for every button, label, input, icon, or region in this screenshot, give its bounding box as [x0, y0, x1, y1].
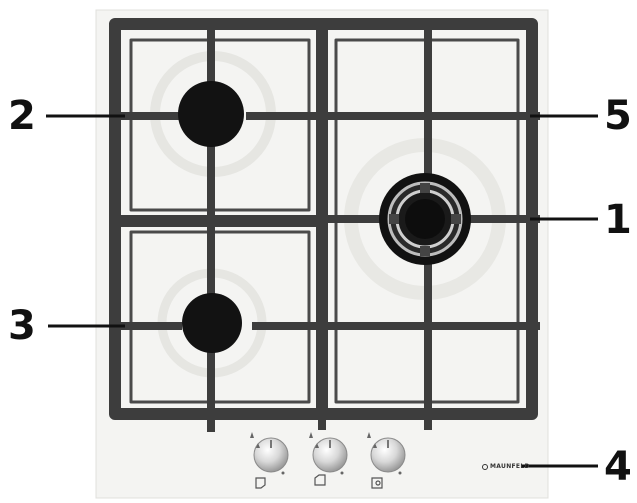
burner-cap-rear-left	[178, 81, 244, 147]
knob-3[interactable]	[370, 437, 406, 473]
burner-position-icon	[255, 474, 383, 489]
callout-label-4: 4	[604, 444, 632, 490]
burner-wok-right	[379, 173, 471, 265]
callout-label-5: 5	[604, 93, 632, 139]
callout-label-2: 2	[8, 93, 36, 139]
control-knobs	[250, 432, 406, 489]
flame-symbol-icon	[250, 432, 402, 475]
callout-label-1: 1	[604, 197, 632, 243]
brand-logo-icon	[482, 464, 488, 470]
pan-grate	[109, 18, 540, 432]
knob-1[interactable]	[253, 437, 289, 473]
brand-label: MAUNFELD	[490, 463, 530, 470]
burner-cap-front-left	[182, 293, 242, 353]
knob-2[interactable]	[312, 437, 348, 473]
callout-label-3: 3	[8, 303, 36, 349]
